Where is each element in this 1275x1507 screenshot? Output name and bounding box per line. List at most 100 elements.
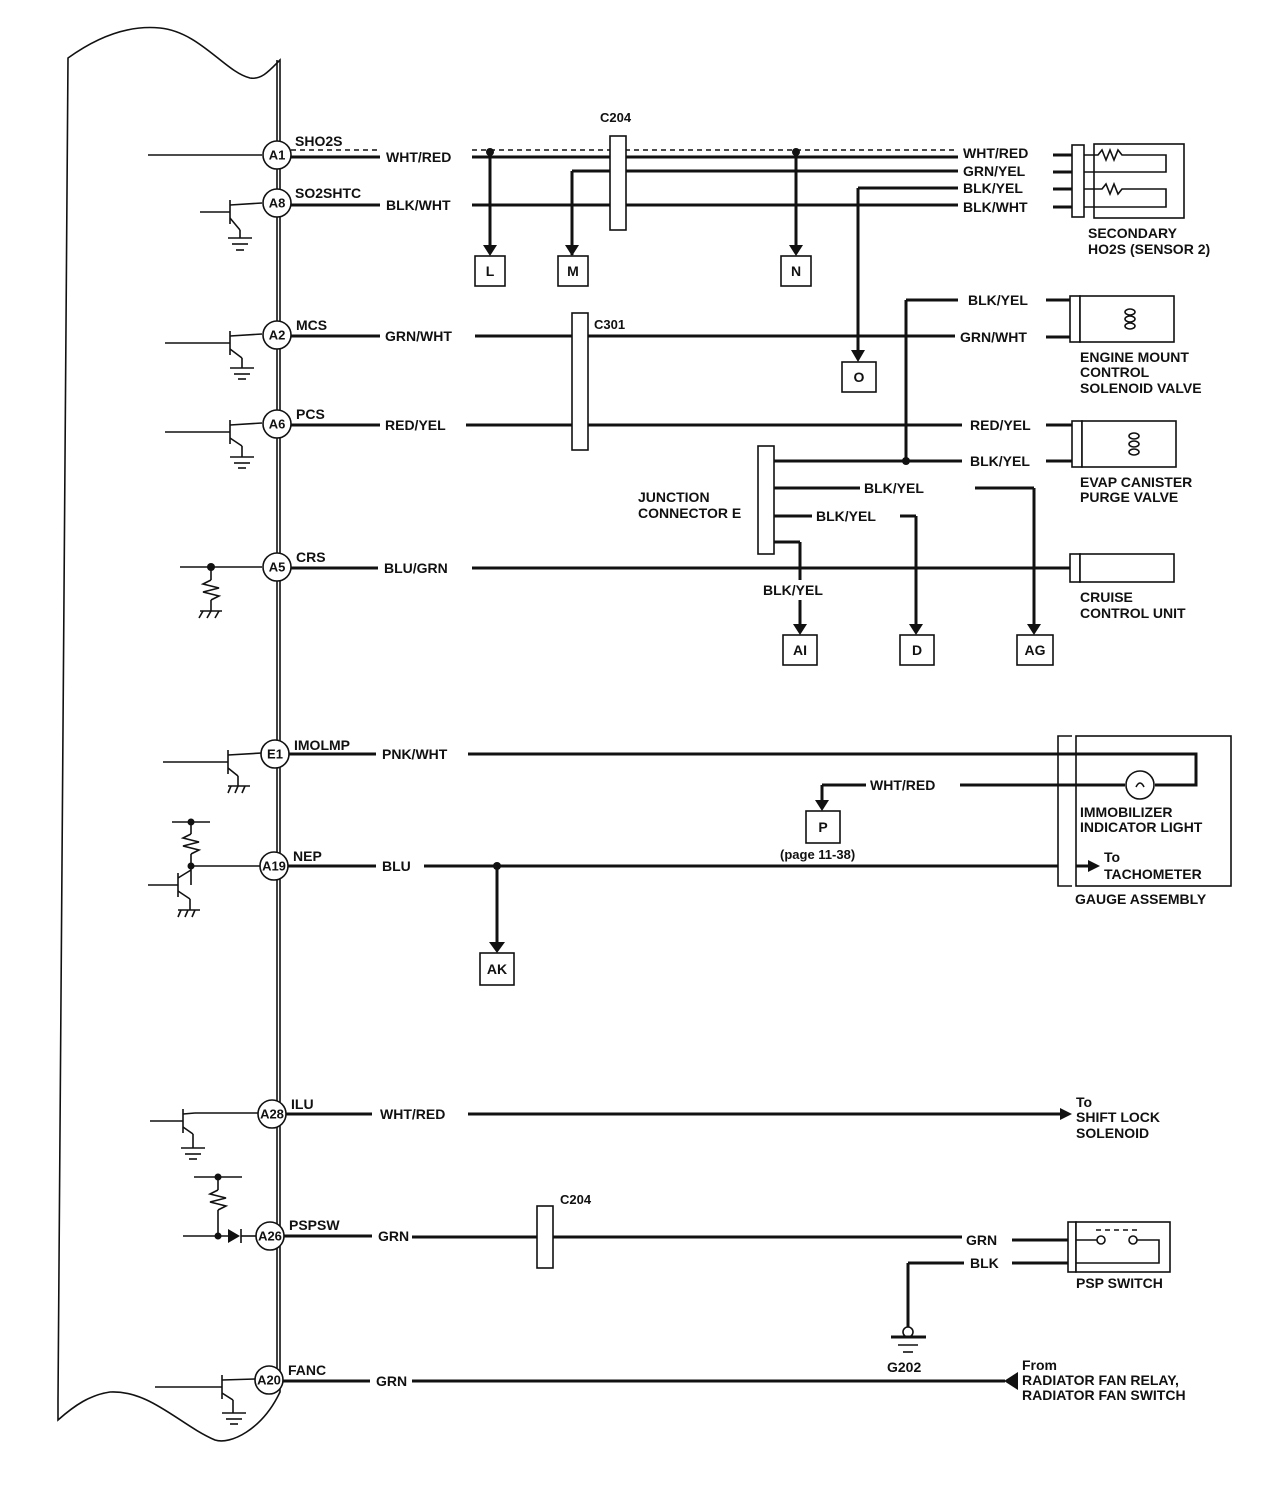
shift-lock-arrow-icon <box>1060 1108 1072 1120</box>
pin-a19-id: A19 <box>262 859 286 874</box>
psp-switch <box>1012 1221 1171 1273</box>
diode-icon <box>228 1229 240 1243</box>
pin-a20: A20 FANC GRN <box>155 1362 1018 1425</box>
svg-text:M: M <box>567 263 579 279</box>
ref-p: P <box>805 800 841 844</box>
wire-label-a20: GRN <box>376 1373 407 1389</box>
engine-mount-label-3: SOLENOID VALVE <box>1080 380 1202 396</box>
svg-text:AI: AI <box>793 642 807 658</box>
pin-a1: A1 SHO2S WHT/RED <box>148 133 451 170</box>
ref-l: L <box>474 245 506 287</box>
psp-wire-1: GRN <box>966 1232 997 1248</box>
ground-g202-icon <box>891 1326 926 1353</box>
pin-a6: A6 PCS RED/YEL <box>165 406 962 469</box>
evap-wire-2: BLK/YEL <box>970 453 1030 469</box>
ecm-outline <box>57 26 281 1442</box>
cruise-control-unit <box>1069 553 1175 583</box>
tachometer-arrow-icon <box>1088 860 1100 872</box>
connector-c204-top-label: C204 <box>600 110 632 125</box>
pin-a2: A2 MCS GRN/WHT <box>165 317 955 380</box>
junction-branch-label-2: BLK/YEL <box>816 508 876 524</box>
cruise-label-1: CRUISE <box>1080 589 1133 605</box>
ref-ai: AI <box>782 624 818 666</box>
ho2s-wire-1: WHT/RED <box>963 145 1028 161</box>
svg-text:AG: AG <box>1025 642 1046 658</box>
signal-pspsw: PSPSW <box>289 1217 340 1233</box>
signal-mcs: MCS <box>296 317 327 333</box>
svg-text:N: N <box>791 263 801 279</box>
pin-e1-id: E1 <box>267 747 283 762</box>
wire-label-a28: WHT/RED <box>380 1106 445 1122</box>
signal-sho2s: SHO2S <box>295 133 342 149</box>
evap-purge-valve <box>1046 420 1177 468</box>
junction-branch-label-1: BLK/YEL <box>864 480 924 496</box>
wire-label-a1: WHT/RED <box>386 149 451 165</box>
pin-a6-id: A6 <box>269 417 286 432</box>
pin-a20-id: A20 <box>257 1373 281 1388</box>
gauge-wire-p: WHT/RED <box>870 777 935 793</box>
pin-a1-id: A1 <box>269 148 286 163</box>
psp-switch-label: PSP SWITCH <box>1076 1275 1163 1291</box>
pin-a26-id: A26 <box>258 1229 282 1244</box>
ho2s-label-2: HO2S (SENSOR 2) <box>1088 241 1210 257</box>
connector-c204-bottom-label: C204 <box>560 1192 592 1207</box>
junction-e-label-1: JUNCTION <box>638 489 710 505</box>
pin-a28-id: A28 <box>260 1107 284 1122</box>
ho2s-wire-4: BLK/WHT <box>963 199 1028 215</box>
ref-ak: AK <box>479 942 515 986</box>
engine-mount-label-1: ENGINE MOUNT <box>1080 349 1189 365</box>
gauge-assembly <box>1057 735 1232 887</box>
pin-a2-id: A2 <box>269 328 286 343</box>
engine-mount-solenoid <box>1046 295 1175 343</box>
indicator-bulb-icon <box>1125 770 1155 800</box>
ref-n: N <box>780 245 812 287</box>
wire-label-a2: GRN/WHT <box>385 328 452 344</box>
gauge-light-label-2: INDICATOR LIGHT <box>1080 819 1203 835</box>
shift-lock-label-2: SHIFT LOCK <box>1076 1109 1160 1125</box>
signal-ilu: ILU <box>291 1096 314 1112</box>
signal-so2shtc: SO2SHTC <box>295 185 361 201</box>
svg-text:O: O <box>854 369 865 385</box>
ref-o: O <box>841 350 877 393</box>
engine-mount-wire-1: BLK/YEL <box>968 292 1028 308</box>
pin-a5-id: A5 <box>269 560 286 575</box>
connector-c301 <box>571 312 589 451</box>
pin-a26: A26 PSPSW GRN <box>183 1173 962 1251</box>
gauge-tach-label-1: To <box>1104 849 1120 865</box>
psp-wire-2: BLK <box>970 1255 999 1271</box>
ho2s-label-1: SECONDARY <box>1088 225 1178 241</box>
ground-g202-label: G202 <box>887 1359 921 1375</box>
engine-mount-wire-2: GRN/WHT <box>960 329 1027 345</box>
junction-branch-label-3: BLK/YEL <box>763 582 823 598</box>
ref-ag: AG <box>1016 624 1054 666</box>
signal-fanc: FANC <box>288 1362 326 1378</box>
gauge-assembly-label: GAUGE ASSEMBLY <box>1075 891 1207 907</box>
ho2s-wire-3: BLK/YEL <box>963 180 1023 196</box>
gauge-tach-label-2: TACHOMETER <box>1104 866 1202 882</box>
signal-nep: NEP <box>293 848 322 864</box>
wire-label-e1: PNK/WHT <box>382 746 448 762</box>
radiator-arrow-icon <box>1004 1372 1018 1390</box>
svg-text:L: L <box>486 263 495 279</box>
signal-crs: CRS <box>296 549 326 565</box>
radiator-label-1: From <box>1022 1357 1057 1373</box>
wire-label-a8: BLK/WHT <box>386 197 451 213</box>
wire-label-a6: RED/YEL <box>385 417 446 433</box>
shift-lock-label-3: SOLENOID <box>1076 1125 1149 1141</box>
pin-a5: A5 CRS BLU/GRN <box>180 549 1070 619</box>
ref-m: M <box>557 245 589 287</box>
pin-e1: E1 IMOLMP PNK/WHT <box>163 737 1058 794</box>
page-reference: (page 11-38) <box>780 847 855 862</box>
signal-pcs: PCS <box>296 406 325 422</box>
shift-lock-label-1: To <box>1076 1094 1092 1110</box>
ho2s-sensor <box>1053 143 1185 219</box>
ho2s-wire-2: GRN/YEL <box>963 163 1026 179</box>
pin-a8-id: A8 <box>269 196 286 211</box>
ref-d: D <box>899 624 935 666</box>
evap-label-2: PURGE VALVE <box>1080 489 1178 505</box>
pin-a19: A19 NEP BLU <box>148 818 1058 942</box>
junction-e-label-2: CONNECTOR E <box>638 505 741 521</box>
wire-label-a26: GRN <box>378 1228 409 1244</box>
engine-mount-label-2: CONTROL <box>1080 364 1150 380</box>
